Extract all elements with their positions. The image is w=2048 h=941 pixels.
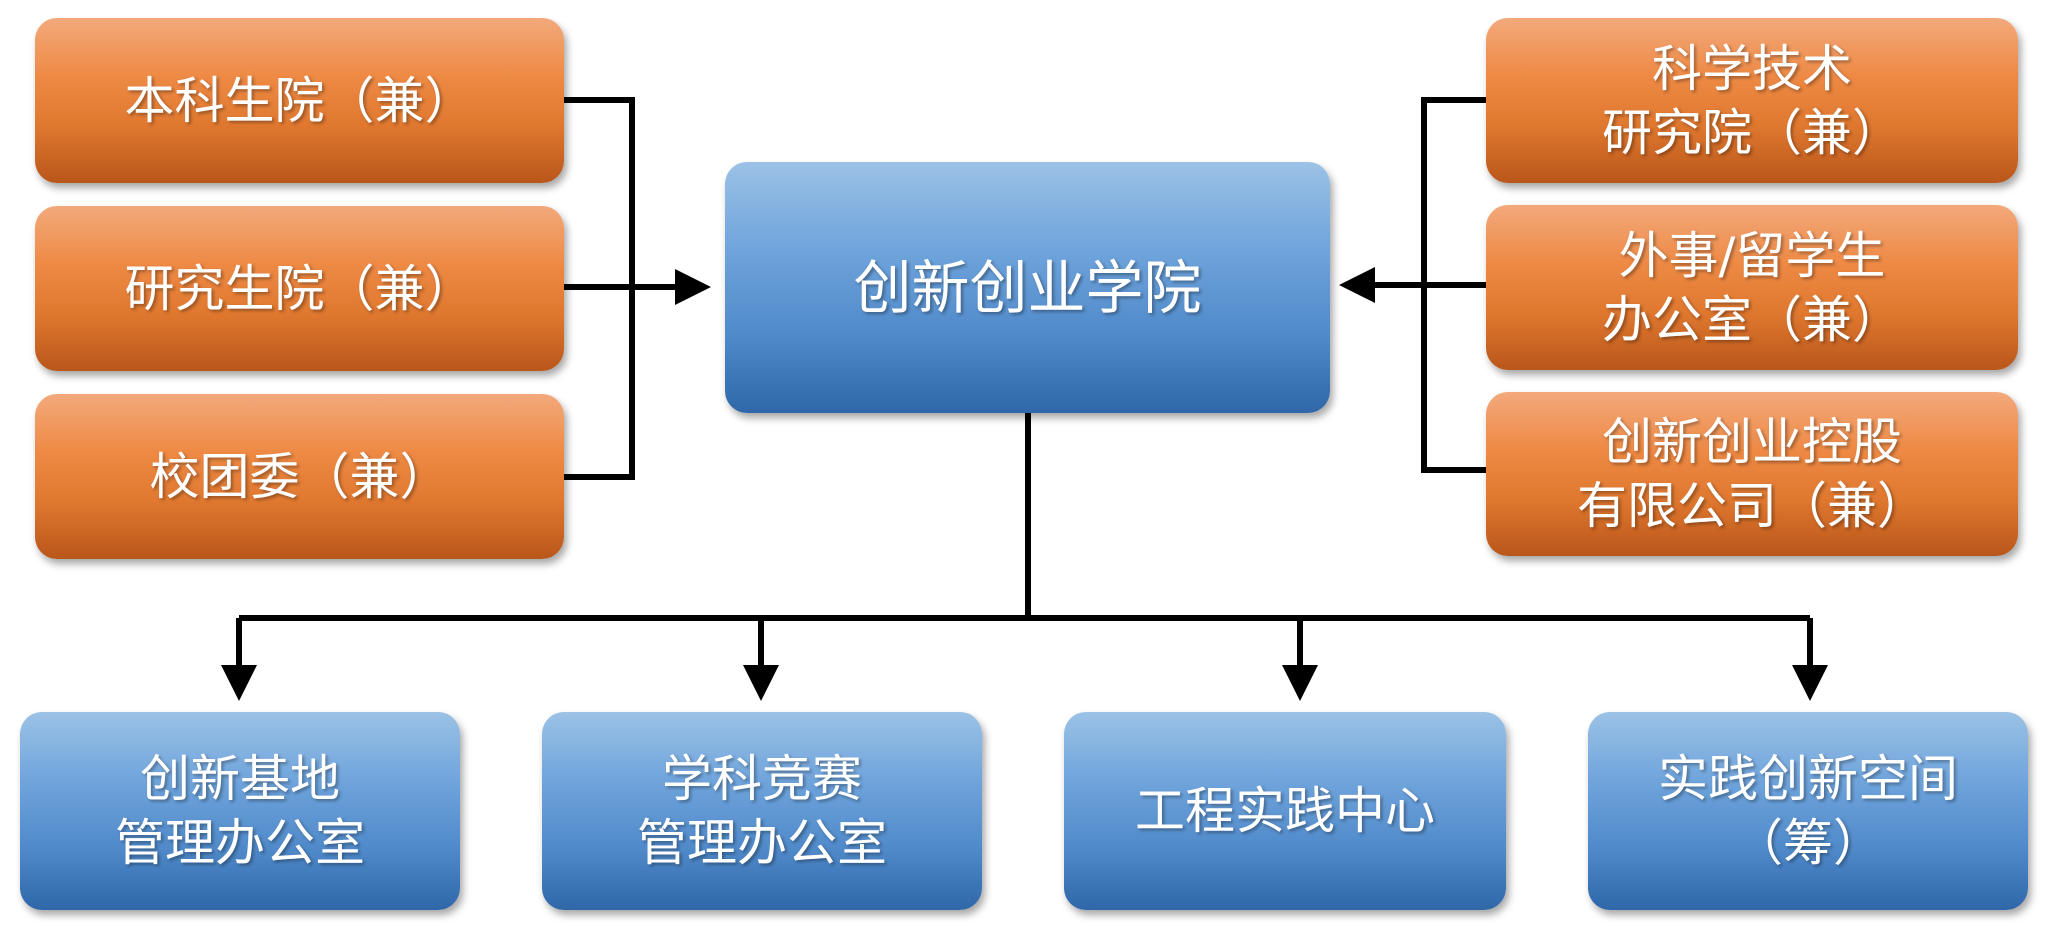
unit-label-line2: 有限公司（兼） <box>1577 477 1927 535</box>
unit-label-line1: 外事/留学生 <box>1618 226 1886 285</box>
left-bracket <box>564 97 635 480</box>
unit-undergraduate-school: 本科生院（兼） <box>35 18 564 183</box>
unit-label-line2: （筹） <box>1733 814 1883 872</box>
unit-label-line2: 管理办公室 <box>115 814 365 872</box>
sub-unit-innovation-base-office: 创新基地 管理办公室 <box>20 712 460 910</box>
unit-foreign-affairs-office: 外事/留学生 办公室（兼） <box>1486 205 2018 370</box>
unit-label-line1: 学科竞赛 <box>662 750 862 808</box>
unit-label: 工程实践中心 <box>1135 782 1435 840</box>
down-trunk <box>239 413 1810 621</box>
unit-label: 本科生院（兼） <box>124 71 475 130</box>
center-label: 创新创业学院 <box>853 253 1202 322</box>
unit-label: 研究生院（兼） <box>124 259 475 318</box>
sub-unit-practice-space: 实践创新空间 （筹） <box>1588 712 2028 910</box>
right-bracket <box>1421 97 1486 473</box>
center-unit: 创新创业学院 <box>725 162 1330 413</box>
unit-label-line1: 实践创新空间 <box>1658 750 1958 808</box>
unit-label-line2: 办公室（兼） <box>1602 290 1902 349</box>
sub-unit-engineering-center: 工程实践中心 <box>1064 712 1506 910</box>
unit-label-line1: 科学技术 <box>1652 39 1852 98</box>
unit-label-line1: 创新基地 <box>140 750 340 808</box>
unit-label-line1: 创新创业控股 <box>1602 413 1902 471</box>
unit-label: 校团委（兼） <box>149 447 450 506</box>
unit-youth-league: 校团委（兼） <box>35 394 564 559</box>
unit-holding-company: 创新创业控股 有限公司（兼） <box>1486 392 2018 556</box>
unit-label-line2: 管理办公室 <box>637 814 887 872</box>
unit-science-tech-institute: 科学技术 研究院（兼） <box>1486 18 2018 183</box>
sub-unit-competition-office: 学科竞赛 管理办公室 <box>542 712 982 910</box>
unit-graduate-school: 研究生院（兼） <box>35 206 564 371</box>
unit-label-line2: 研究院（兼） <box>1602 103 1902 162</box>
